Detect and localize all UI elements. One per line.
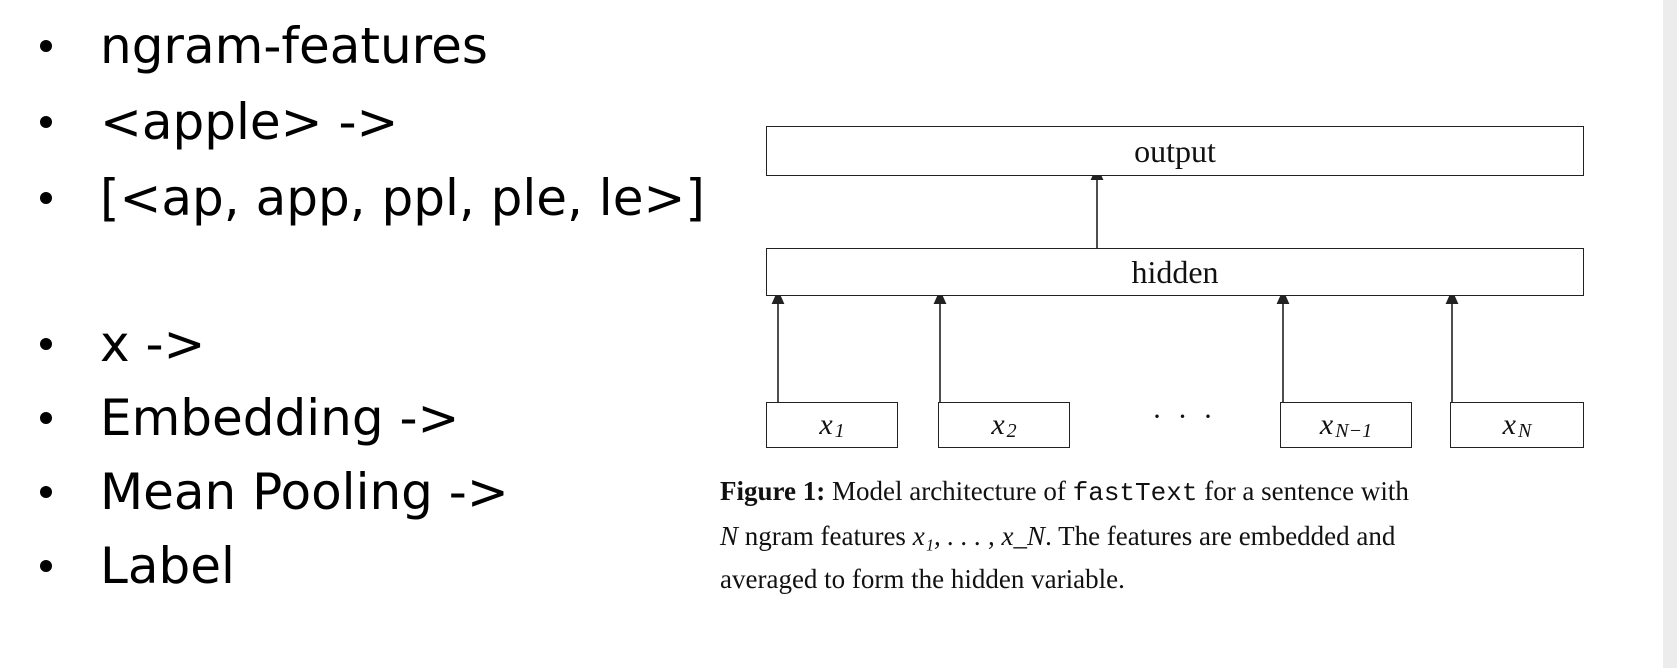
output-node: output	[766, 126, 1584, 176]
slide-edge	[1663, 0, 1677, 668]
bullet-dot-icon	[40, 40, 52, 52]
arrows	[771, 165, 1459, 402]
bullet-dot-icon	[40, 116, 52, 128]
hidden-node: hidden	[766, 248, 1584, 296]
bullet-dot-icon	[40, 412, 52, 424]
bullet-dot-icon	[40, 192, 52, 204]
caption-label: Figure 1:	[720, 476, 826, 506]
bullet-dot-icon	[40, 560, 52, 572]
ellipsis: · · ·	[1152, 400, 1217, 433]
output-label: output	[1134, 132, 1216, 169]
bullet-dot-icon	[40, 338, 52, 350]
bullet-dot-icon	[40, 486, 52, 498]
figure-caption: Figure 1: Model architecture of fastText…	[720, 476, 1409, 594]
hidden-label: hidden	[1131, 253, 1219, 290]
